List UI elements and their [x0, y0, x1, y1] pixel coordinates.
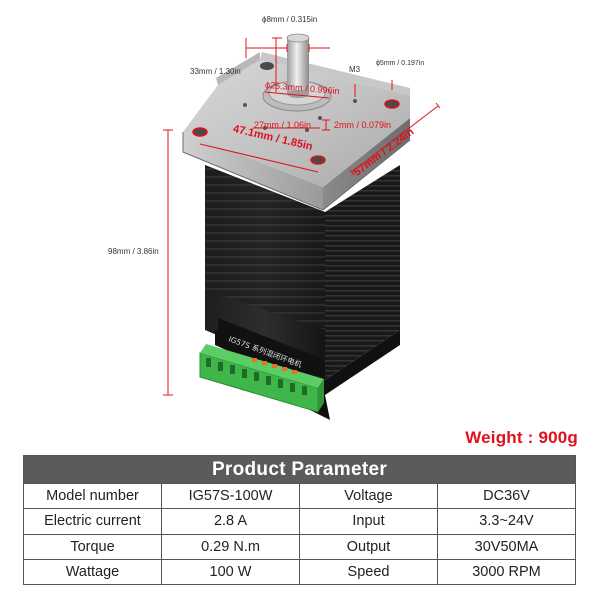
shaft-diameter-dimension: ϕ8mm / 0.315in [262, 15, 318, 24]
param-label: Wattage [23, 558, 162, 586]
param-label: Speed [299, 558, 438, 586]
table-row: Model number IG57S-100W Voltage DC36V [23, 482, 576, 510]
table-row: Torque 0.29 N.m Output 30V50MA [23, 533, 576, 560]
motor-product-image: IG57S 系列混闭环电机 [163, 33, 441, 420]
param-label: Input [299, 508, 438, 535]
param-label: Torque [23, 533, 162, 560]
body-length-dimension: 98mm / 3.86in [108, 247, 159, 256]
param-label: Voltage [299, 482, 438, 510]
param-value: 2.8 A [161, 508, 300, 535]
param-label: Electric current [23, 508, 162, 535]
param-label: Output [299, 533, 438, 560]
table-row: Wattage 100 W Speed 3000 RPM [23, 558, 576, 586]
boss-height-dimension: 2mm / 0.079in [334, 120, 392, 130]
hole-diameter-dimension: ϕ5mm / 0.197in [376, 60, 425, 67]
shaft-height-dimension: 33mm / 1.30in [190, 67, 241, 76]
hole-spacing-dimension: 27mm / 1.06in [254, 120, 312, 130]
param-value: 100 W [161, 558, 300, 586]
param-value: 0.29 N.m [161, 533, 300, 560]
param-value: 3.3~24V [437, 508, 576, 535]
weight-label: Weight : 900g [465, 428, 578, 447]
param-value: 3000 RPM [437, 558, 576, 586]
screw-size-dimension: M3 [349, 65, 361, 74]
table-row: Electric current 2.8 A Input 3.3~24V [23, 508, 576, 535]
param-value: 30V50MA [437, 533, 576, 560]
product-parameter-table: Product Parameter Model number IG57S-100… [23, 455, 576, 586]
param-label: Model number [23, 482, 162, 510]
param-value: DC36V [437, 482, 576, 510]
table-title: Product Parameter [23, 455, 576, 484]
param-value: IG57S-100W [161, 482, 300, 510]
table-title-row: Product Parameter [23, 455, 576, 484]
